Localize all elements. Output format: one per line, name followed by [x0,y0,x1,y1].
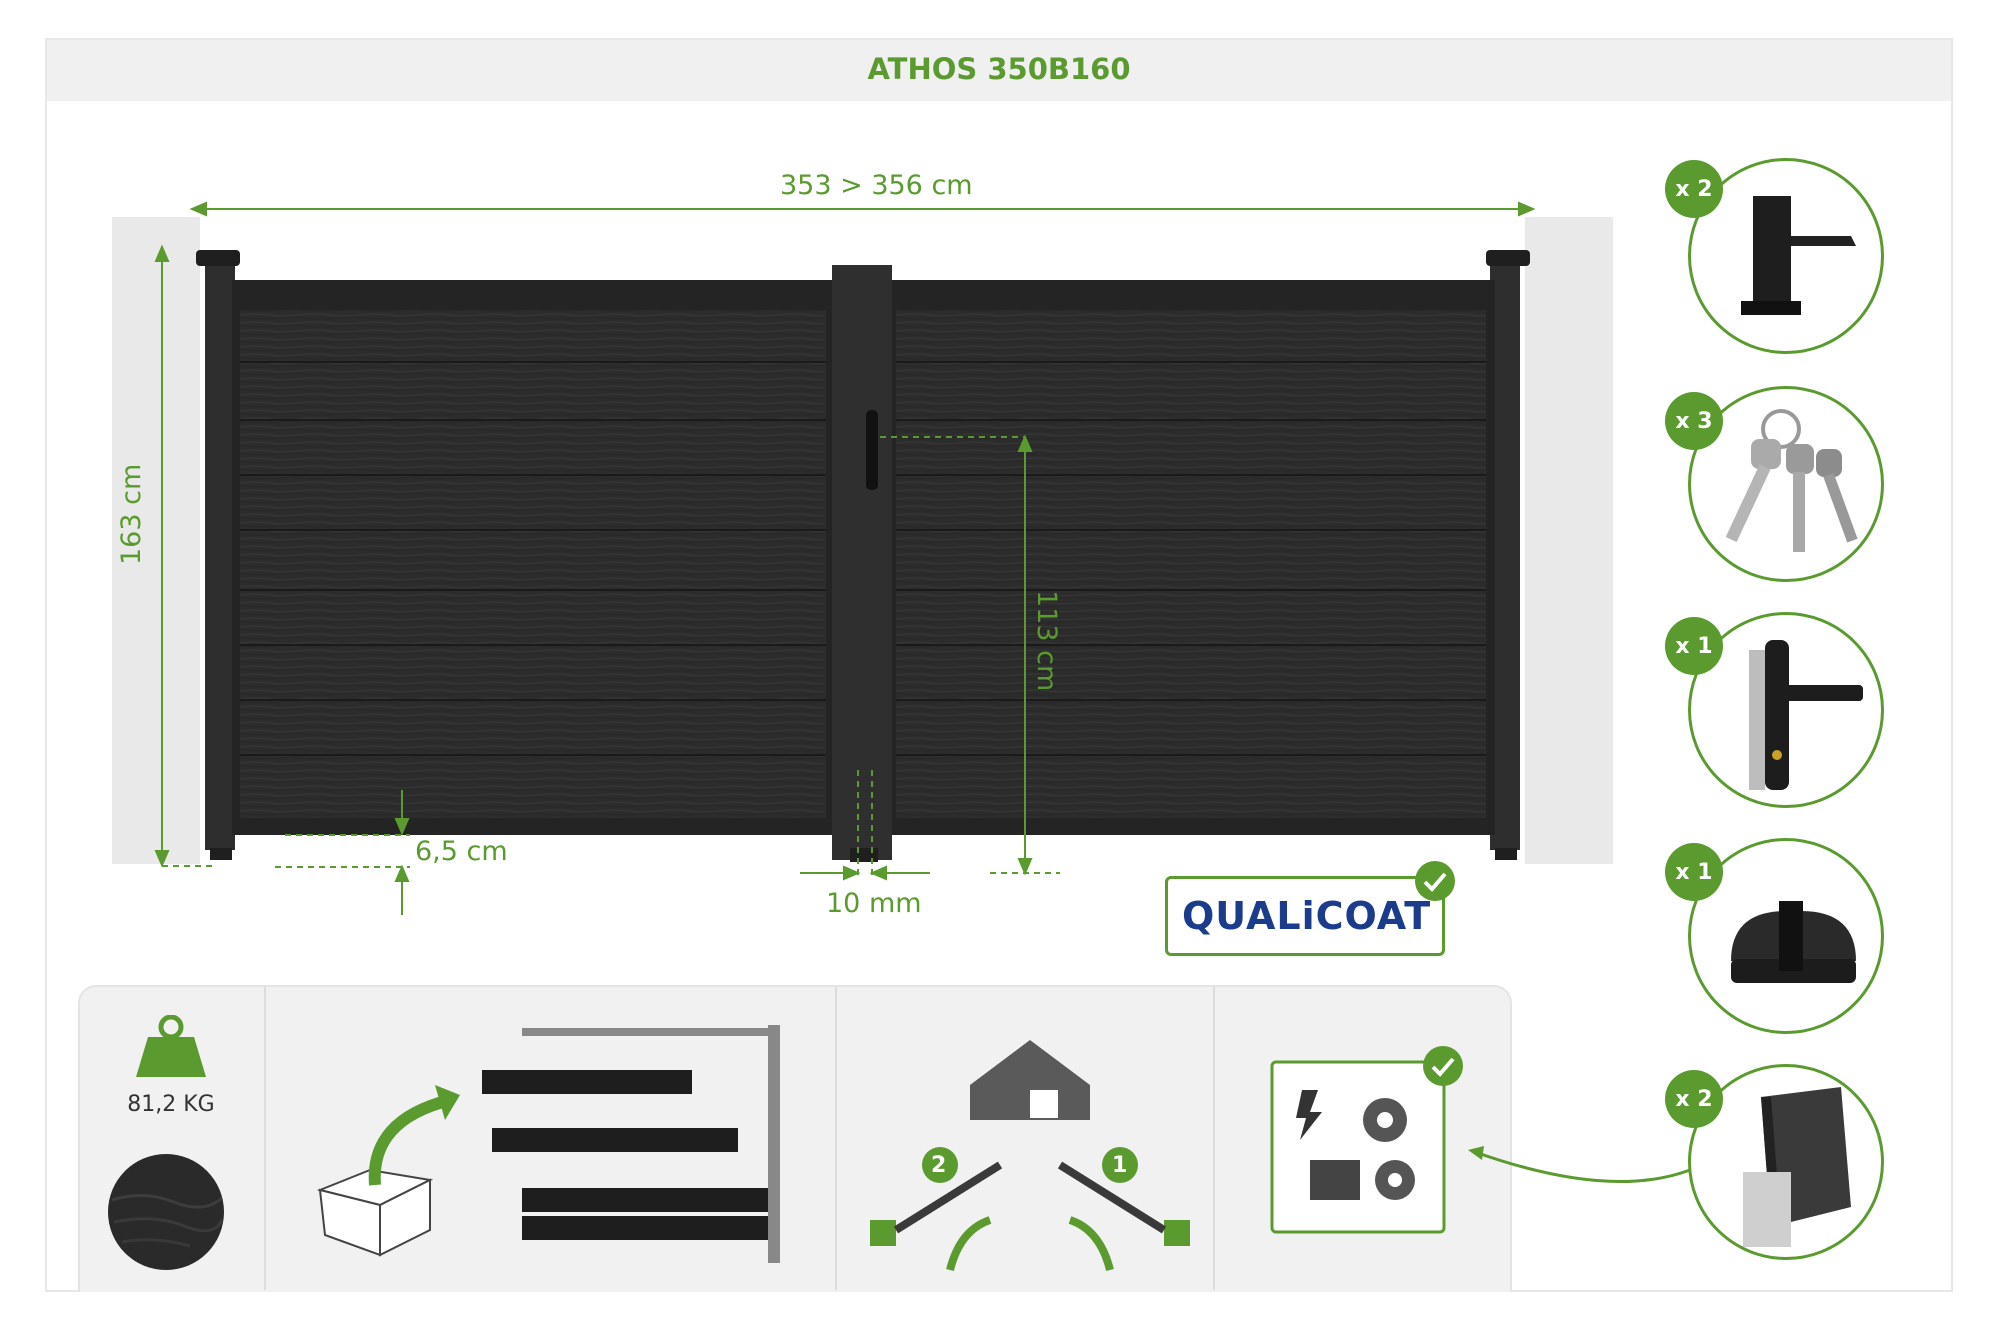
opening-direction-icon [870,1040,1190,1272]
ground-clearance-dimension: 6,5 cm [415,836,508,867]
right-wall [1525,217,1613,864]
certified-check-icon [1415,861,1455,901]
product-title: ATHOS 350B160 [867,52,1131,86]
opening-step-2: 2 [931,1153,947,1178]
weight-icon [136,1015,206,1077]
lock-handle-icon [1749,640,1863,790]
width-dimension: 353 > 356 cm [780,170,973,201]
height-dimension: 163 cm [116,463,147,565]
accessory-quantity: x 1 [1665,843,1723,901]
accessory-quantity: x 1 [1665,617,1723,675]
wood-texture-swatch [108,1154,224,1270]
left-post [205,250,235,850]
accessory-quantity: x 3 [1665,392,1723,450]
assembly-icon [316,1025,780,1263]
weight-value: 81,2 KG [127,1092,215,1117]
ground-stop-icon [1731,901,1856,983]
qualicoat-logo: QUALiCOAT [1165,876,1445,956]
lock-height-dimension: 113 cm [1031,590,1062,692]
panel-divider [1213,987,1215,1290]
center-stile [832,265,892,860]
qualicoat-text: QUALiCOAT [1182,894,1432,938]
keys-icon [1725,409,1858,552]
center-gap-dimension: 10 mm [826,888,922,919]
panel-divider [835,987,837,1290]
compatible-check-icon [1423,1046,1463,1086]
opening-step-1: 1 [1112,1153,1128,1178]
motorization-icon [1270,1060,1446,1234]
arrow-to-profile-icon [1468,1146,1691,1184]
post-profile-icon [1743,1087,1851,1247]
left-wall [112,217,200,864]
gate-handle [866,410,878,490]
accessory-quantity: x 2 [1665,160,1723,218]
panel-divider [264,987,266,1290]
title-bar: ATHOS 350B160 [47,40,1951,101]
gate-stop-icon [1741,196,1856,315]
accessory-quantity: x 2 [1665,1070,1723,1128]
